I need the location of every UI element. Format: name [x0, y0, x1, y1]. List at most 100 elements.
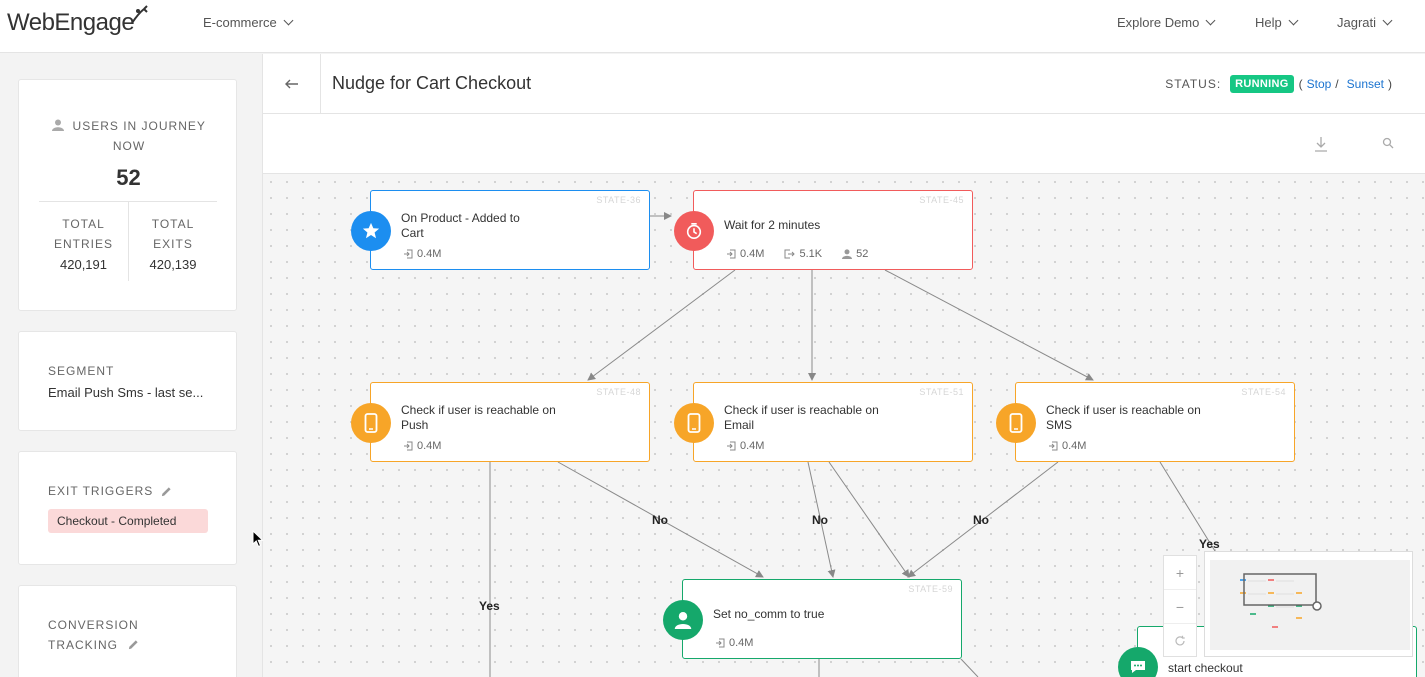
entry-icon	[727, 249, 736, 259]
edge-label-no: No	[973, 513, 989, 527]
segment-card[interactable]: SEGMENT Email Push Sms - last se...	[18, 331, 237, 431]
node-metrics: 0.4M	[726, 440, 764, 452]
search-icon[interactable]	[1382, 137, 1394, 149]
logo-bird-icon	[131, 5, 148, 24]
entry-icon	[404, 441, 413, 451]
timer-icon	[674, 211, 714, 251]
zoom-controls: + −	[1163, 555, 1197, 657]
node-metrics: 0.4M 5.1K 52	[726, 248, 868, 260]
status-label: STATUS:	[1165, 77, 1222, 91]
entries-value: 0.4M	[729, 637, 754, 649]
users-in-journey-value: 52	[116, 165, 141, 190]
minimap[interactable]	[1204, 551, 1413, 657]
project-selector[interactable]: E-commerce	[203, 0, 294, 45]
entry-icon	[404, 249, 413, 259]
entry-icon	[1049, 441, 1058, 451]
node-title: Check if user is reachable on Email	[724, 403, 879, 432]
node-title: Check if user is reachable on SMS	[1046, 403, 1201, 432]
mouse-cursor-icon	[252, 530, 264, 548]
mobile-icon	[351, 403, 391, 443]
zoom-in-button[interactable]: +	[1164, 556, 1196, 590]
left-panel: USERS IN JOURNEY NOW 52 TOTAL ENTRIES 42…	[0, 54, 263, 677]
node-trigger-added-to-cart[interactable]: STATE-36 On Product - Added to Cart 0.4M	[351, 190, 650, 270]
node-set-no-comm[interactable]: STATE-59 Set no_comm to true 0.4M	[663, 579, 962, 659]
exits-metric: 5.1K	[784, 248, 822, 260]
node-wait-2-minutes[interactable]: STATE-45 Wait for 2 minutes 0.4M 5.1K 52	[674, 190, 973, 270]
nav-help-label: Help	[1255, 15, 1282, 30]
chevron-down-icon	[283, 15, 294, 26]
pencil-icon[interactable]	[161, 486, 172, 497]
nav-help[interactable]: Help	[1255, 0, 1299, 45]
chat-icon	[1118, 647, 1158, 677]
users-metric: 52	[842, 248, 868, 260]
journey-title: Nudge for Cart Checkout	[332, 73, 532, 93]
exits-value: 5.1K	[799, 248, 823, 260]
total-exits-value: 420,139	[149, 257, 197, 272]
canvas-navigator: + −	[1163, 551, 1413, 657]
total-entries-value: 420,191	[60, 257, 107, 272]
node-state-id: STATE-51	[919, 387, 964, 397]
user-icon	[52, 119, 65, 131]
node-state-id: STATE-48	[596, 387, 641, 397]
pencil-icon[interactable]	[128, 639, 139, 650]
paren-open: (	[1298, 77, 1303, 91]
chevron-down-icon	[1288, 15, 1299, 26]
journey-canvas[interactable]: STATE-36 On Product - Added to Cart 0.4M…	[263, 174, 1425, 677]
node-check-email[interactable]: STATE-51 Check if user is reachable on E…	[674, 382, 973, 462]
mobile-icon	[674, 403, 714, 443]
paren-close: )	[1388, 77, 1392, 91]
nav-explore-demo[interactable]: Explore Demo	[1117, 0, 1216, 45]
download-icon[interactable]	[1314, 136, 1328, 152]
nav-user-menu[interactable]: Jagrati	[1337, 0, 1393, 45]
total-exits-label: TOTAL EXITS	[151, 217, 195, 251]
journey-status: STATUS: RUNNING ( Stop / Sunset )	[1165, 75, 1392, 93]
node-state-id: STATE-36	[596, 195, 641, 205]
edge-label-no: No	[812, 513, 828, 527]
entries-value: 0.4M	[417, 248, 442, 260]
entries-metric: 0.4M	[726, 440, 764, 452]
zoom-out-button[interactable]: −	[1164, 590, 1196, 624]
chevron-down-icon	[1205, 15, 1216, 26]
user-icon	[842, 249, 853, 259]
node-check-push[interactable]: STATE-48 Check if user is reachable on P…	[351, 382, 650, 462]
node-check-sms[interactable]: STATE-54 Check if user is reachable on S…	[996, 382, 1295, 462]
entries-value: 0.4M	[740, 440, 765, 452]
project-label: E-commerce	[203, 15, 277, 30]
entries-metric: 0.4M	[715, 637, 753, 649]
entries-value: 0.4M	[417, 440, 442, 452]
journey-title-bar: Nudge for Cart Checkout STATUS: RUNNING …	[263, 54, 1425, 114]
nav-explore-demo-label: Explore Demo	[1117, 15, 1200, 30]
exit-trigger-tag[interactable]: Checkout - Completed	[48, 509, 208, 533]
node-metrics: 0.4M	[403, 440, 441, 452]
back-button[interactable]	[263, 54, 321, 114]
segment-label: SEGMENT	[48, 364, 115, 378]
minimap-canvas	[1210, 560, 1410, 650]
status-badge: RUNNING	[1230, 75, 1294, 93]
total-exits-stat: TOTAL EXITS 420,139	[128, 202, 217, 281]
entries-metric: 0.4M	[1048, 440, 1086, 452]
node-state-id: STATE-45	[919, 195, 964, 205]
node-metrics: 0.4M	[715, 637, 753, 649]
node-title-line2: start checkout	[1168, 661, 1243, 675]
node-metrics: 0.4M	[403, 248, 441, 260]
exit-triggers-heading: EXIT TRIGGERS	[48, 484, 172, 498]
node-title: Check if user is reachable on Push	[401, 403, 556, 432]
node-metrics: 0.4M	[1048, 440, 1086, 452]
edge-label-no: No	[652, 513, 668, 527]
nav-user-label: Jagrati	[1337, 15, 1377, 30]
chevron-down-icon	[1382, 15, 1393, 26]
total-entries-stat: TOTAL ENTRIES 420,191	[39, 202, 128, 281]
reset-view-button[interactable]	[1164, 624, 1196, 658]
arrow-left-icon	[284, 79, 298, 89]
stop-link[interactable]: Stop	[1306, 77, 1332, 91]
edge-label-yes: Yes	[1199, 537, 1220, 551]
exit-icon	[784, 249, 796, 259]
minimap-preview	[1240, 573, 1322, 628]
sunset-link[interactable]: Sunset	[1346, 77, 1384, 91]
node-state-id: STATE-54	[1241, 387, 1286, 397]
webengage-logo[interactable]: WebEngage	[7, 5, 148, 40]
journey-connectors	[489, 212, 1224, 677]
entry-icon	[727, 441, 736, 451]
canvas-toolbar	[263, 114, 1425, 174]
total-entries-label: TOTAL ENTRIES	[53, 217, 113, 251]
